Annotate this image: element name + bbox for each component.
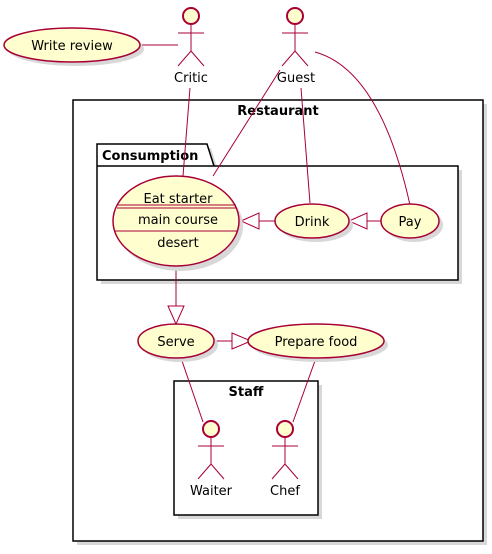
actor-guest: Guest [277, 7, 315, 86]
restaurant-package-title: Restaurant [237, 104, 318, 119]
usecase-main-course-label: main course [138, 213, 218, 228]
actor-chef: Chef [270, 420, 300, 499]
chef-stick-figure-icon [271, 420, 299, 480]
usecase-desert-label: desert [157, 236, 198, 251]
actor-critic: Critic [174, 7, 208, 86]
link-prepare-chef [292, 357, 317, 423]
link-serve-waiter [180, 357, 204, 423]
link-guest-drink [300, 87, 311, 204]
actor-chef-label: Chef [270, 484, 300, 499]
staff-package-title: Staff [229, 385, 264, 400]
usecase-pay: Pay [380, 203, 443, 242]
consumption-package-title: Consumption [102, 149, 198, 164]
critic-stick-figure-icon [177, 7, 205, 67]
generalization-arrow-serve [167, 305, 185, 326]
associations [138, 44, 411, 423]
link-guest-eat [212, 69, 281, 177]
waiter-stick-figure-icon [197, 420, 225, 480]
usecase-write-review: Write review [3, 27, 144, 66]
generalization-arrow-drink [239, 212, 260, 230]
usecase-drink: Drink [274, 203, 353, 242]
guest-stick-figure-icon [281, 7, 309, 67]
actor-guest-label: Guest [277, 71, 315, 86]
link-guest-pay [314, 51, 411, 206]
usecase-write-review-label: Write review [31, 39, 113, 54]
link-critic-eat [182, 87, 191, 177]
usecase-pay-label: Pay [399, 215, 422, 230]
generalization-arrow-prepare [231, 332, 253, 350]
actor-waiter: Waiter [190, 420, 233, 499]
generalization-arrow-pay [347, 212, 368, 230]
usecase-drink-label: Drink [295, 215, 330, 230]
actor-waiter-label: Waiter [190, 484, 233, 499]
usecase-eat-starter: Eat starter main course desert [112, 175, 243, 271]
usecase-serve: Serve [137, 323, 218, 362]
usecase-serve-label: Serve [157, 335, 194, 350]
usecase-eat-starter-label: Eat starter [143, 192, 213, 207]
usecase-prepare-food-label: Prepare food [275, 335, 358, 350]
actor-critic-label: Critic [174, 71, 208, 86]
generalizations [167, 212, 385, 350]
usecase-prepare-food: Prepare food [247, 323, 388, 362]
